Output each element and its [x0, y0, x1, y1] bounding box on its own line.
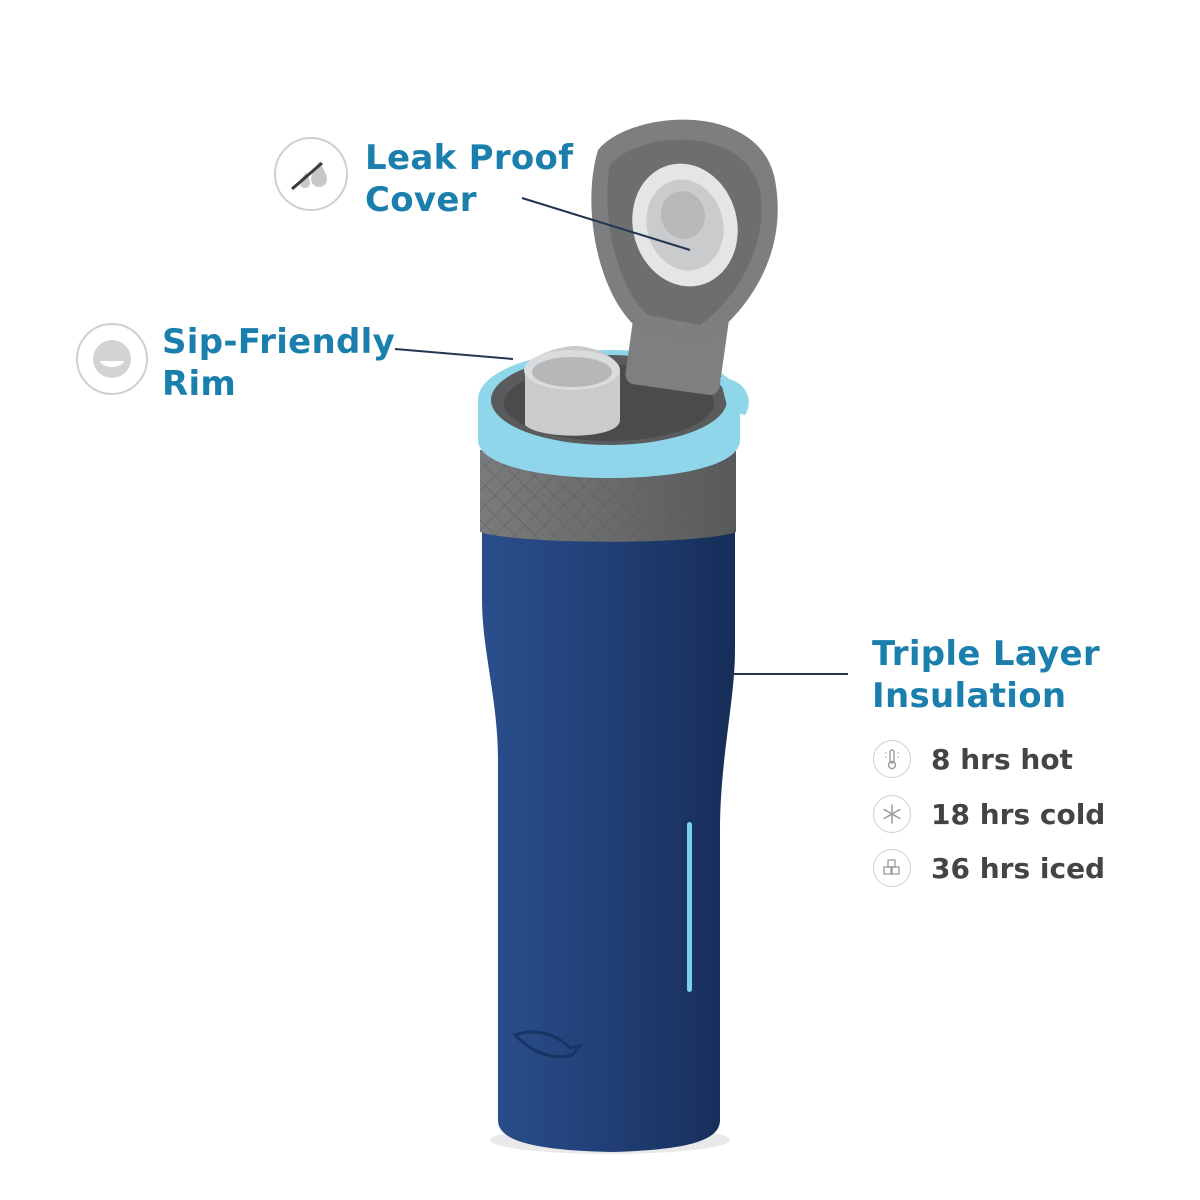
leader-line-leak-proof	[521, 197, 691, 251]
light-stripe	[687, 822, 692, 992]
stat-cold: 18 hrs cold	[873, 793, 1105, 835]
insulation-line2: Insulation	[872, 676, 1067, 716]
bottle-body	[482, 530, 735, 1152]
leader-line-sip-rim	[394, 348, 514, 360]
leak-proof-line1: Leak Proof	[365, 138, 574, 178]
insulation-line1: Triple Layer	[872, 634, 1100, 674]
brand-logo-mark	[512, 1030, 585, 1059]
leak-proof-line2: Cover	[365, 180, 477, 220]
no-drip-icon	[274, 137, 348, 211]
sip-rim-line2: Rim	[162, 364, 237, 404]
ice-cubes-icon	[873, 849, 911, 887]
stat-iced: 36 hrs iced	[873, 847, 1105, 889]
sip-rim-label: Sip-Friendly Rim	[162, 321, 395, 405]
stat-iced-text: 36 hrs iced	[931, 851, 1106, 885]
snowflake-icon	[873, 795, 911, 833]
sip-rim-line1: Sip-Friendly	[162, 322, 396, 362]
stat-hot: 8 hrs hot	[873, 738, 1073, 780]
thermometer-icon	[873, 740, 911, 778]
stat-hot-text: 8 hrs hot	[931, 742, 1073, 776]
smile-rim-icon	[76, 323, 148, 395]
stat-cold-text: 18 hrs cold	[931, 797, 1106, 831]
insulation-label: Triple Layer Insulation	[872, 633, 1100, 717]
leak-proof-label: Leak Proof Cover	[365, 137, 573, 221]
